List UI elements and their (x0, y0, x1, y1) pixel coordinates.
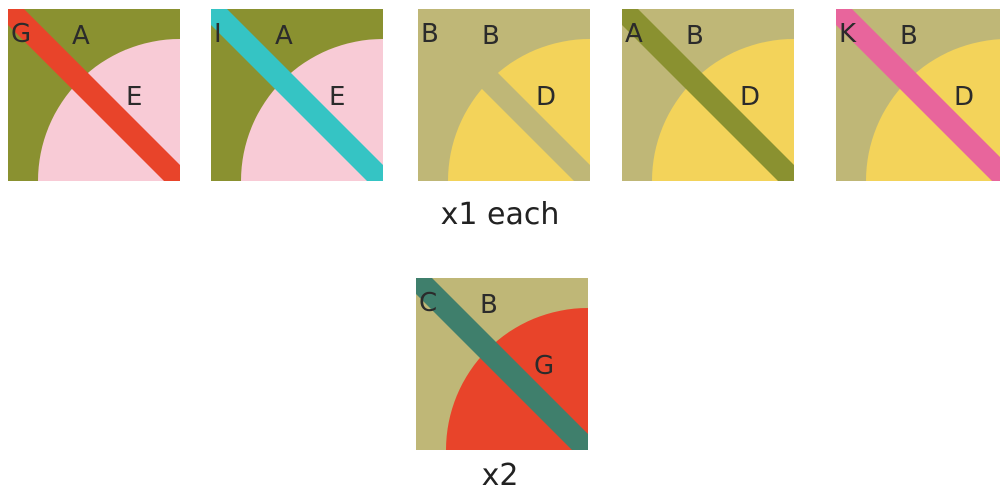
block-label-top: A (275, 21, 293, 51)
block-label-top: A (72, 21, 90, 51)
block-diagonal-strip (211, 9, 383, 181)
block-label-arc: D (740, 82, 760, 112)
block-diagonal-strip (622, 9, 794, 181)
block-label-arc: E (329, 82, 345, 112)
block-svg: I A E (211, 9, 383, 181)
block-label-arc: D (954, 82, 974, 112)
block-label-corner: C (419, 288, 437, 318)
block-label-corner: G (11, 19, 31, 49)
caption-each: x1 each (440, 197, 560, 232)
block-label-corner: I (214, 19, 222, 49)
quilt-block-5: K B D (836, 9, 1000, 181)
block-label-top: B (900, 21, 918, 51)
block-label-top: B (480, 290, 498, 320)
block-svg: B B D (418, 9, 590, 181)
quilt-block-1: G A E (8, 9, 180, 181)
block-diagonal-strip (418, 9, 590, 181)
quilt-block-2: I A E (211, 9, 383, 181)
block-label-arc: E (126, 82, 142, 112)
block-diagonal-strip (836, 9, 1000, 181)
block-svg: K B D (836, 9, 1000, 181)
block-label-corner: K (839, 19, 857, 49)
block-label-top: B (482, 21, 500, 51)
quilt-block-3: B B D (418, 9, 590, 181)
block-label-top: B (686, 21, 704, 51)
block-label-arc: D (536, 82, 556, 112)
caption-double: x2 (481, 458, 519, 493)
block-label-corner: A (625, 19, 643, 49)
quilt-block-x2: C B G (416, 278, 588, 450)
block-diagonal-strip (8, 9, 180, 181)
block-label-corner: B (421, 19, 439, 49)
block-svg: G A E (8, 9, 180, 181)
block-svg: A B D (622, 9, 794, 181)
block-label-arc: G (534, 351, 554, 381)
quilt-block-4: A B D (622, 9, 794, 181)
block-diagonal-strip (416, 278, 588, 450)
block-svg: C B G (416, 278, 588, 450)
